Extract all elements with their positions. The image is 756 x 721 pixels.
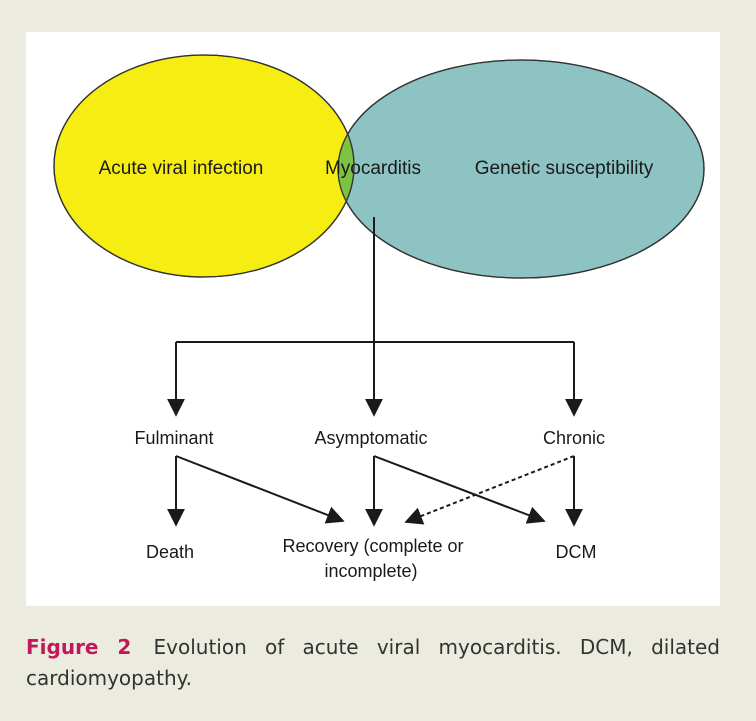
acute-viral-infection-label: Acute viral infection [99,158,264,179]
recovery-label-line2: incomplete) [324,561,417,581]
venn-left-outline [53,54,355,278]
figure-panel: Acute viral infection Myocarditis Geneti… [26,32,720,606]
fulminant-label: Fulminant [134,428,213,448]
myocarditis-label: Myocarditis [325,158,421,179]
asymptomatic-label: Asymptomatic [314,428,427,448]
chronic-label: Chronic [543,428,605,448]
figure-caption-label: Figure 2 [26,635,132,659]
figure-caption: Figure 2 Evolution of acute viral myocar… [26,632,720,694]
venn-right-outline [337,59,705,279]
myocarditis-flow-diagram: Acute viral infection Myocarditis Geneti… [53,54,705,581]
dcm-label: DCM [556,542,597,562]
genetic-susceptibility-label: Genetic susceptibility [475,158,654,179]
death-label: Death [146,542,194,562]
recovery-label-line1: Recovery (complete or [282,536,463,556]
figure-caption-text: Evolution of acute viral myocarditis. DC… [26,635,720,690]
arrow-asymptomatic-to-dcm [373,455,546,524]
arrow-chronic-to-recovery-dashed [404,455,575,525]
arrow-fulminant-to-recovery [175,455,345,524]
